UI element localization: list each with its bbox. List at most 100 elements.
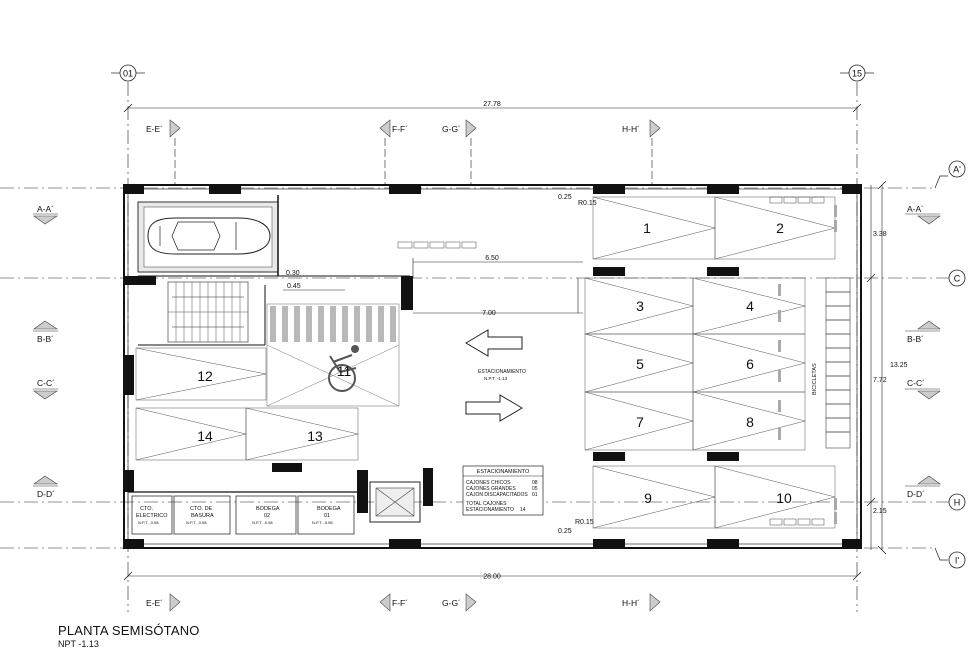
summary-title: ESTACIONAMIENTO	[477, 469, 530, 475]
room-storage-02: BODEGA 02 N.P.T. -0.98	[252, 506, 280, 525]
section-top-e: E-E´	[146, 124, 163, 134]
section-left-d: D-D´	[37, 489, 55, 499]
stall-13: 13	[307, 428, 323, 444]
section-right-a: A-A´	[907, 204, 924, 214]
section-marks-bottom: E-E´ F-F´ G-G´ H-H´	[146, 593, 661, 612]
dimension-right-total: 13.25	[890, 362, 908, 369]
stall-2: 2	[776, 220, 784, 236]
dim-0-45: 0.45	[287, 283, 301, 290]
radius-bottom: R0.15	[575, 519, 594, 526]
axis-c: C	[948, 269, 966, 287]
summary-row-2-label: CAJONES GRANDES	[466, 486, 516, 492]
dimension-top-label: 27.78	[483, 101, 501, 108]
left-stalls	[135, 347, 359, 461]
dimension-right-top: 3.38	[873, 231, 887, 238]
section-bottom-g: G-G´	[442, 598, 461, 608]
section-top-f: F-F´	[392, 124, 408, 134]
dim-0-25-top: 0.25	[558, 194, 572, 201]
summary-row-1-label: CAJONES CHICOS	[466, 480, 511, 486]
traffic-arrow-right	[465, 394, 523, 422]
stall-5: 5	[636, 356, 644, 372]
axis-15-label: 15	[852, 69, 862, 79]
stall-7: 7	[636, 414, 644, 430]
summary-row-1-value: 08	[532, 480, 538, 486]
parking-level: N.P.T. -1.13	[484, 376, 508, 381]
elevator-core	[369, 481, 421, 523]
right-stalls	[584, 196, 836, 529]
section-marks-top: E-E´ F-F´ G-G´ H-H´	[146, 119, 661, 185]
section-marks-right: A-A´ B-B´ C-C´ D-D´	[905, 204, 941, 499]
structural-columns	[124, 185, 861, 548]
axis-i-prime-label: I'	[955, 556, 960, 566]
section-bottom-f: F-F´	[392, 598, 408, 608]
stall-9: 9	[644, 490, 652, 506]
dimension-right-mid: 7.72	[873, 377, 887, 384]
dimension-bottom: 28.00	[123, 571, 862, 581]
axis-i-prime: I'	[934, 547, 966, 569]
room-storage-01-name-2: 01	[324, 513, 330, 519]
stall-14: 14	[197, 428, 213, 444]
service-rooms	[128, 491, 360, 535]
axis-c-label: C	[954, 274, 961, 284]
summary-row-2-value: 05	[532, 486, 538, 492]
interior-dimensions	[412, 258, 583, 314]
summary-row-3-label: CAJON DISCAPACITADOS	[466, 492, 528, 498]
room-storage-01: BODEGA 01 N.P.T. -0.98	[312, 506, 341, 525]
dimension-right: 13.25 3.38 7.72 2.15	[866, 180, 908, 555]
room-trash-name-2: BASURA	[191, 513, 214, 519]
section-left-b: B-B´	[37, 334, 54, 344]
room-trash-name-1: CTO. DE	[190, 506, 213, 512]
wheelchair-icon	[328, 345, 359, 392]
dimension-bottom-label: 28.00	[483, 574, 501, 581]
room-storage-01-level: N.P.T. -0.98	[312, 520, 333, 525]
section-right-d: D-D´	[907, 489, 925, 499]
staircase	[138, 281, 266, 346]
axis-h-label: H	[954, 498, 961, 508]
stall-11: 11	[337, 363, 352, 379]
section-top-h: H-H´	[622, 124, 640, 134]
room-trash-level: N.P.T. -0.98	[186, 520, 207, 525]
room-storage-02-name-1: BODEGA	[256, 506, 280, 512]
dim-6-50: 6.50	[485, 255, 499, 262]
wheel-stops	[778, 205, 837, 524]
parking-label: ESTACIONAMIENTO	[478, 369, 526, 375]
drawing-subtitle: NPT -1.13	[58, 639, 99, 649]
summary-row-4-label: TOTAL CAJONES	[466, 501, 507, 507]
axis-a-prime: A'	[934, 160, 966, 189]
room-electrical-name-2: ELECTRICO	[136, 513, 168, 519]
room-electrical-level: N.P.T. -0.98	[138, 520, 159, 525]
axis-a-prime-label: A'	[953, 165, 961, 175]
room-storage-01-name-1: BODEGA	[317, 506, 341, 512]
section-marks-left: A-A´ B-B´ C-C´ D-D´	[33, 204, 58, 499]
section-right-b: B-B´	[907, 334, 924, 344]
traffic-arrow-left	[465, 329, 523, 357]
stall-12: 12	[197, 368, 213, 384]
radius-top: R0.15	[578, 200, 597, 207]
room-electrical-name-1: CTO.	[140, 506, 154, 512]
dimension-top: 27.78	[123, 101, 862, 113]
stall-3: 3	[636, 298, 644, 314]
axis-01-label: 01	[123, 69, 133, 79]
section-top-g: G-G´	[442, 124, 461, 134]
stall-6: 6	[746, 356, 754, 372]
section-bottom-e: E-E´	[146, 598, 163, 608]
dimension-right-bottom: 2.15	[873, 508, 887, 515]
section-bottom-h: H-H´	[622, 598, 640, 608]
section-right-c: C-C´	[907, 378, 925, 388]
stall-8: 8	[746, 414, 754, 430]
drawing-title: PLANTA SEMISÓTANO	[58, 623, 200, 638]
dim-7-00: 7.00	[482, 310, 496, 317]
accessible-area	[266, 303, 400, 407]
stall-4: 4	[746, 298, 754, 314]
ventilation-ducts	[397, 196, 825, 526]
car-icon	[147, 217, 271, 255]
dim-0-30: 0.30	[286, 270, 300, 277]
summary-table: ESTACIONAMIENTO CAJONES CHICOS 08 CAJONE…	[462, 465, 544, 516]
summary-row-3-value: 01	[532, 492, 538, 498]
stall-10: 10	[776, 490, 792, 506]
room-storage-02-level: N.P.T. -0.98	[252, 520, 273, 525]
summary-row-5-label: ESTACIONAMIENTO	[466, 507, 514, 513]
drawing-title-block: PLANTA SEMISÓTANO NPT -1.13	[58, 623, 200, 649]
summary-row-5-value: 14	[520, 507, 526, 513]
